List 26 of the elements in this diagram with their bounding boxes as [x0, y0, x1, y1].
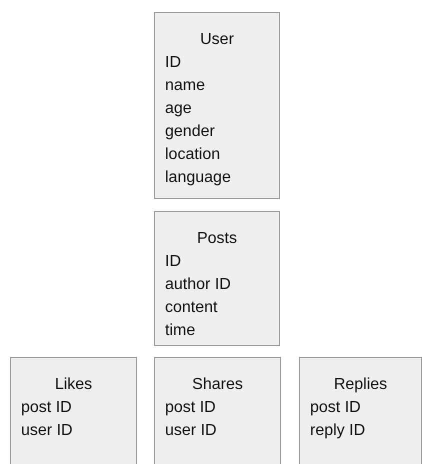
field-name: post ID [165, 398, 217, 418]
field-name: reply ID [310, 421, 366, 441]
field-name: name [165, 76, 206, 96]
table-title: User [199, 30, 235, 50]
table-box [154, 357, 281, 464]
field-name: ID [165, 252, 182, 272]
field-name: location [165, 145, 222, 165]
field-name: time [165, 321, 196, 341]
table-title: Replies [332, 375, 388, 395]
field-name: content [165, 298, 218, 318]
field-name: gender [165, 122, 216, 142]
table-title: Shares [191, 375, 244, 395]
field-name: language [165, 168, 232, 188]
field-name: post ID [21, 398, 73, 418]
table-box [10, 357, 137, 464]
field-name: post ID [310, 398, 362, 418]
table-title: Likes [54, 375, 94, 395]
field-name: ID [165, 53, 182, 73]
field-name: author ID [165, 275, 232, 295]
table-title: Posts [196, 229, 238, 249]
field-name: user ID [21, 421, 74, 441]
table-box [154, 211, 280, 346]
table-box [154, 12, 280, 199]
field-name: age [165, 99, 193, 119]
field-name: user ID [165, 421, 218, 441]
table-box [299, 357, 422, 464]
